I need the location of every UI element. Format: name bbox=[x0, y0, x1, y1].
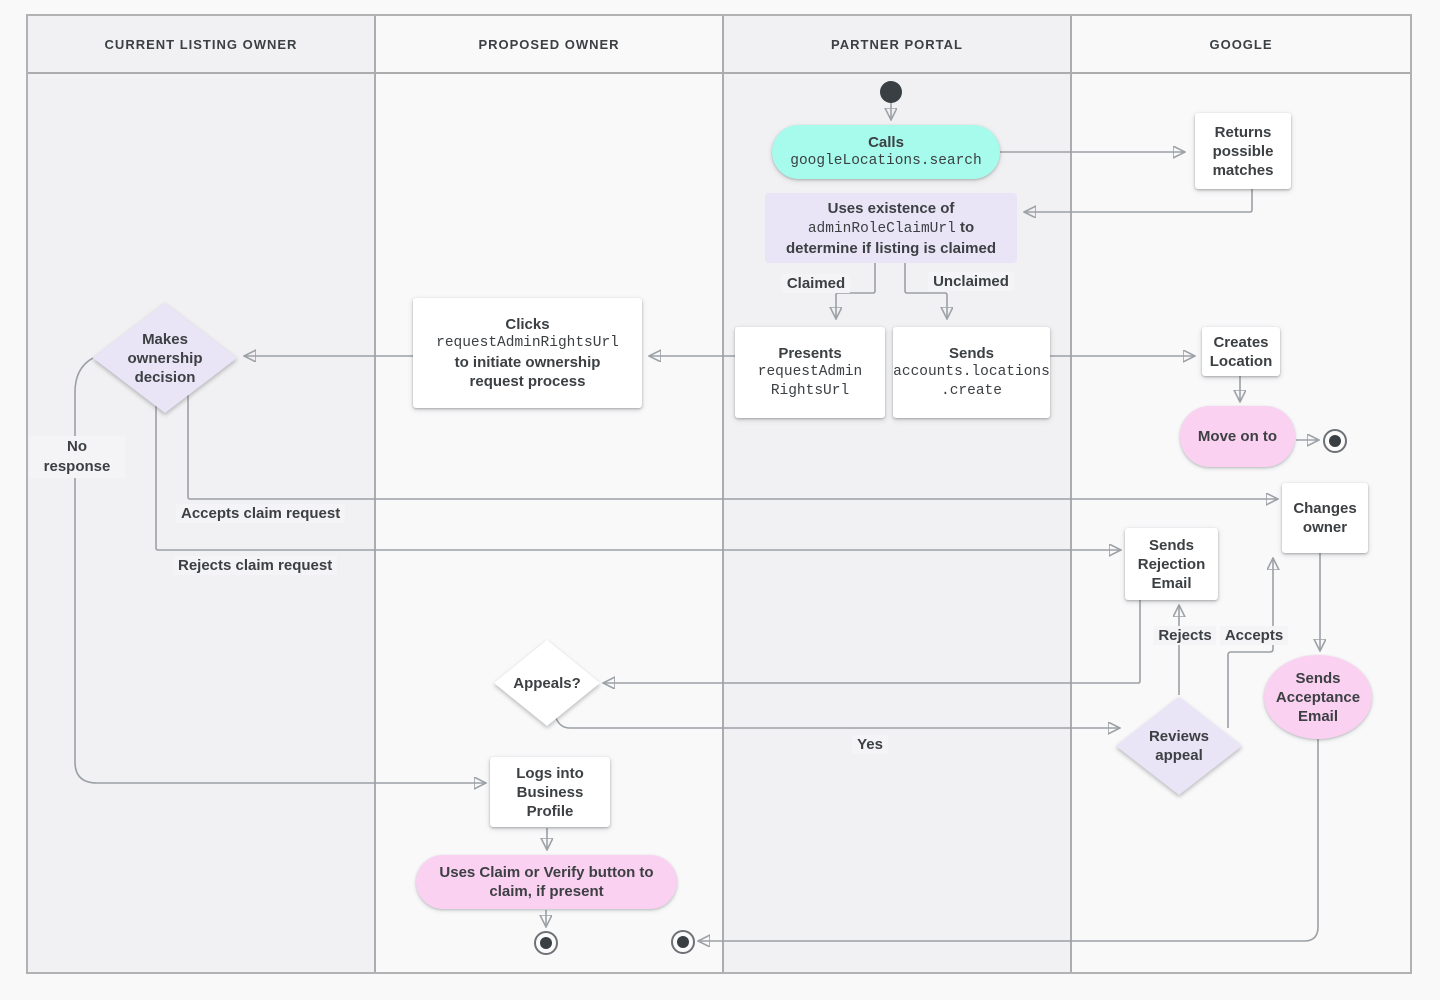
step-text-line2: adminRoleClaimUrl to bbox=[807, 218, 975, 237]
step-title: Calls bbox=[868, 134, 904, 151]
lane-header: GOOGLE bbox=[1072, 16, 1410, 74]
decision-makes-ownership-decision: Makes ownership decision bbox=[93, 303, 237, 413]
api-name: requestAdmin bbox=[757, 364, 863, 380]
api-name: RightsUrl bbox=[770, 383, 850, 399]
end-node bbox=[534, 931, 558, 955]
step-text-line3: determine if listing is claimed bbox=[785, 239, 997, 257]
step-text: to initiate ownership request process bbox=[454, 354, 601, 390]
end-node bbox=[1323, 429, 1347, 453]
step-returns-possible-matches: Returns possible matches bbox=[1195, 113, 1291, 189]
lane-header: PROPOSED OWNER bbox=[376, 16, 722, 74]
edge-label-rejects: Rejects bbox=[1153, 626, 1217, 645]
step-title: Sends bbox=[948, 345, 994, 362]
edge-label-yes: Yes bbox=[852, 735, 888, 754]
step-logs-into-business-profile: Logs into Business Profile bbox=[490, 757, 610, 827]
edge-label-rejects-claim-request: Rejects claim request bbox=[173, 556, 338, 575]
decision-reviews-appeal: Reviews appeal bbox=[1116, 697, 1242, 795]
decision-text: Appeals? bbox=[513, 674, 581, 692]
step-sends-acceptance-email: Sends Acceptance Email bbox=[1264, 655, 1372, 739]
edge-label-no-response: No response bbox=[29, 436, 125, 478]
step-creates-location: Creates Location bbox=[1202, 327, 1280, 376]
step-text-line1: Uses existence of bbox=[827, 199, 955, 217]
step-presents-requestadminrightsurl: Presents requestAdmin RightsUrl bbox=[735, 327, 885, 418]
step-sends-accounts-locations-create: Sends accounts.locations .create bbox=[893, 327, 1050, 418]
end-node bbox=[671, 930, 695, 954]
decision-appeals: Appeals? bbox=[494, 640, 600, 726]
edge-label-accepts-claim-request: Accepts claim request bbox=[176, 504, 346, 523]
end-node-dot bbox=[1329, 435, 1341, 447]
decision-text: Makes ownership decision bbox=[127, 330, 203, 386]
lane-header: PARTNER PORTAL bbox=[724, 16, 1070, 74]
step-title: Clicks bbox=[505, 316, 550, 333]
step-text: Logs into Business Profile bbox=[516, 764, 584, 820]
step-title: Presents bbox=[778, 345, 842, 362]
end-node-dot bbox=[677, 936, 689, 948]
start-node bbox=[880, 81, 902, 103]
api-name: accounts.locations bbox=[893, 364, 1050, 380]
step-calls-googlelocations-search: Calls googleLocations.search bbox=[772, 125, 1000, 179]
step-text: Sends Acceptance Email bbox=[1275, 669, 1361, 725]
step-clicks-requestadminrightsurl: Clicks requestAdminRightsUrl to initiate… bbox=[413, 298, 642, 408]
api-name: googleLocations.search bbox=[790, 153, 982, 169]
step-move-on-to: Move on to bbox=[1180, 406, 1295, 467]
end-node-dot bbox=[540, 937, 552, 949]
edge-label-unclaimed: Unclaimed bbox=[928, 272, 1014, 291]
step-uses-claim-or-verify-button: Uses Claim or Verify button to claim, if… bbox=[416, 855, 677, 909]
decision-text: Reviews appeal bbox=[1148, 728, 1210, 764]
step-sends-rejection-email: Sends Rejection Email bbox=[1125, 528, 1218, 600]
step-text: Uses Claim or Verify button to claim, if… bbox=[439, 864, 654, 900]
step-uses-existence-adminroleclaimurl: Uses existence of adminRoleClaimUrl to d… bbox=[765, 193, 1017, 263]
lane-header: CURRENT LISTING OWNER bbox=[28, 16, 374, 74]
edge-label-accepts: Accepts bbox=[1219, 626, 1289, 645]
api-name: requestAdminRightsUrl bbox=[436, 335, 619, 351]
edge-label-claimed: Claimed bbox=[781, 274, 851, 293]
api-name: .create bbox=[941, 383, 1002, 399]
api-name: adminRoleClaimUrl bbox=[807, 220, 956, 237]
step-changes-owner: Changes owner bbox=[1282, 483, 1368, 553]
